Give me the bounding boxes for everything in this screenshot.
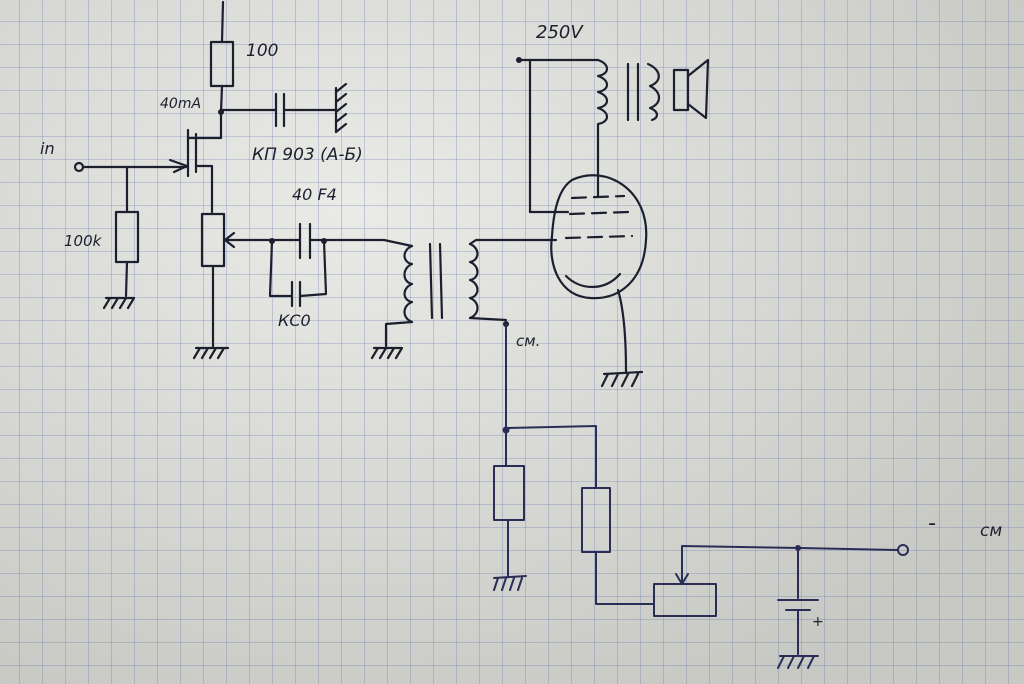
source-potentiometer: [200, 212, 246, 348]
output-transformer: [596, 58, 661, 132]
label-current: 40mA: [160, 96, 201, 112]
ground-symbol-tube: [600, 370, 644, 388]
anode-supply: [516, 57, 600, 214]
label-cap-top: 40 F4: [292, 185, 337, 204]
bias-potentiometer: [653, 545, 899, 617]
input-terminal: [73, 161, 188, 173]
label-bias-node: см.: [516, 332, 540, 350]
label-r-top: 100: [246, 41, 278, 61]
bypass-capacitor-top: [219, 92, 338, 128]
battery-symbol: [777, 547, 819, 655]
vacuum-tube: [528, 128, 648, 374]
label-cap-bottom: КС0: [278, 311, 311, 330]
ground-symbol-battery: [777, 655, 819, 669]
bias-network: [493, 323, 655, 605]
input-transformer: [382, 238, 558, 348]
label-battery-plus: +: [812, 614, 824, 630]
speaker-icon: [672, 58, 710, 120]
label-bias-terminal: см: [980, 521, 1002, 541]
label-anode-voltage: 250V: [536, 22, 584, 43]
resistor-100: [209, 40, 235, 114]
label-r-input: 100k: [64, 232, 103, 250]
label-bias-terminal-sign: -: [928, 511, 936, 536]
label-input: in: [40, 139, 55, 158]
ground-symbol-source: [192, 346, 230, 360]
ground-symbol-cap: [334, 82, 348, 134]
bias-terminal: [897, 544, 909, 556]
supply-lead-top: [220, 0, 225, 44]
resistor-100k: [114, 165, 140, 298]
fet-transistor: [168, 110, 223, 214]
ground-symbol-bias: [493, 575, 527, 591]
ground-symbol-transformer: [370, 346, 404, 360]
ground-symbol-input: [102, 296, 136, 310]
coupling-capacitors: [242, 222, 386, 308]
label-transistor: КП 903 (А-Б): [252, 145, 363, 165]
